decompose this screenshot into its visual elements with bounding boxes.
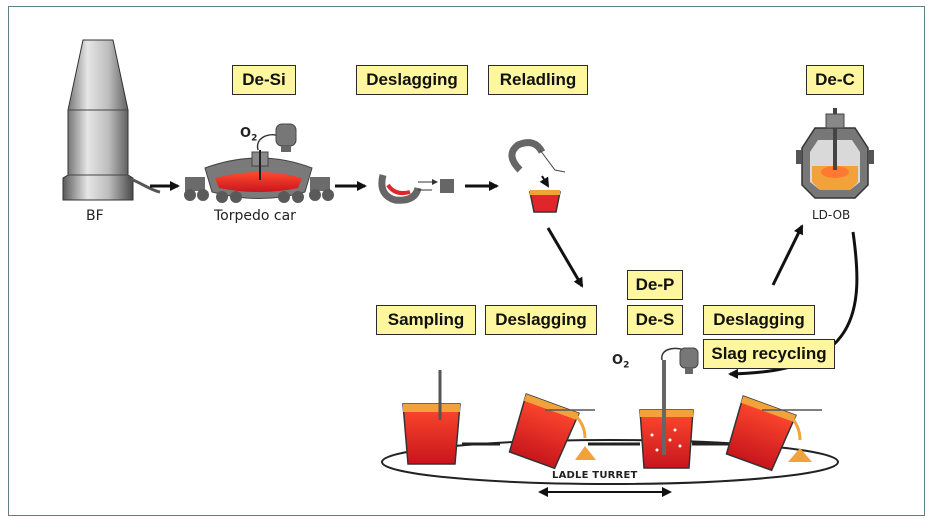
box-de-si: De-Si — [232, 65, 296, 95]
ld-ob-converter-icon — [796, 108, 874, 199]
box-slag-recycling: Slag recycling — [703, 339, 835, 369]
label-oxygen-2: O2 — [612, 353, 630, 371]
ladle-turret-track — [381, 439, 839, 485]
box-deslagging-1: Deslagging — [356, 65, 468, 95]
label-oxygen-1: O2 — [240, 126, 258, 144]
ladle-injection-icon — [639, 347, 699, 469]
label-ld-ob: LD-OB — [812, 208, 851, 222]
box-deslagging-3: Deslagging — [703, 305, 815, 335]
ladle-deslagging-icon — [508, 393, 580, 470]
arrow-to-ld-ob — [771, 224, 804, 286]
label-torpedo-car: Torpedo car — [214, 208, 296, 224]
box-deslagging-2: Deslagging — [485, 305, 597, 335]
arrow-reladle-to-turret — [546, 227, 584, 288]
label-bf: BF — [86, 208, 104, 224]
diagram-frame — [8, 6, 925, 516]
blast-furnace-icon — [62, 39, 161, 201]
ladle-sampling-icon — [402, 370, 461, 465]
arrow-ld-ob-to-slag-recycling — [728, 231, 859, 379]
box-de-s: De-S — [627, 305, 683, 335]
reladling-icon — [508, 139, 566, 213]
torpedo-car-icon — [184, 123, 334, 203]
deslagging-ladle-icon — [378, 174, 454, 204]
box-de-p: De-P — [627, 270, 683, 300]
box-de-c: De-C — [806, 65, 864, 95]
box-reladling: Reladling — [488, 65, 588, 95]
ladle-deslagging-2-icon — [725, 395, 797, 472]
label-ladle-turret: LADLE TURRET — [552, 470, 638, 481]
box-sampling: Sampling — [376, 305, 476, 335]
